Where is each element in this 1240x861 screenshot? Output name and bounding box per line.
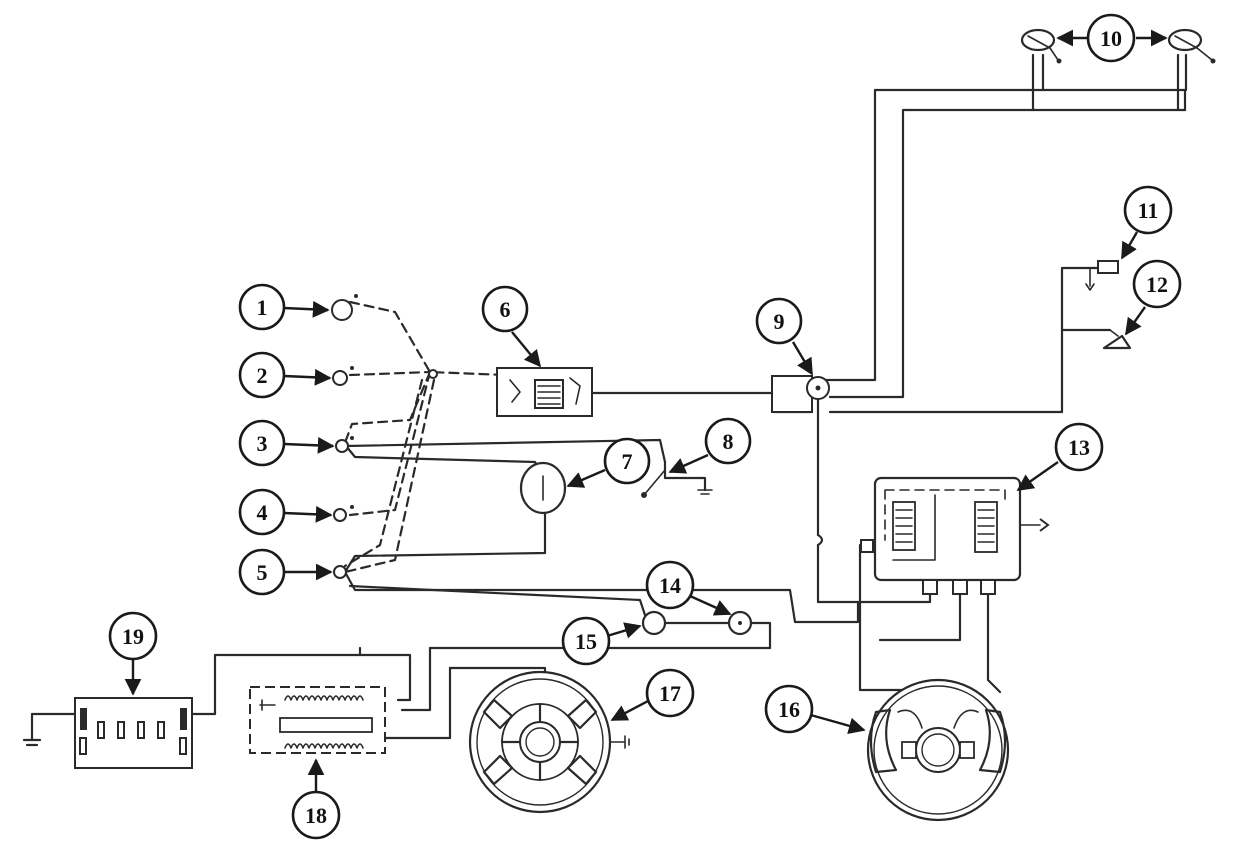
callout-10: 10 [1086,13,1136,63]
callout-9-label: 9 [774,309,785,334]
callout-15-label: 15 [575,629,597,654]
callout-19-label: 19 [122,624,144,649]
callout-6: 6 [481,285,529,333]
callout-18-label: 18 [305,803,327,828]
callout-1-label: 1 [257,295,268,320]
battery-19 [74,697,193,769]
callout-9: 9 [755,297,803,345]
callout-4: 4 [238,488,286,536]
callout-17-label: 17 [659,681,681,706]
relay-6 [496,367,593,417]
callout-5: 5 [238,548,286,596]
connector-9 [771,375,830,547]
callout-11-label: 11 [1138,198,1159,223]
callout-17: 17 [645,668,695,718]
callout-14: 14 [645,560,695,610]
headlight-right [1167,28,1216,64]
regulator-13 [860,476,1050,595]
junction [428,369,438,379]
callout-arrows [124,29,1168,792]
callout-8: 8 [704,417,752,465]
callout-14-label: 14 [659,573,681,598]
switch-3 [335,436,354,453]
callout-10-label: 10 [1100,26,1122,51]
switch-11 [1085,260,1119,291]
coil-18 [249,686,386,754]
switch-1 [331,294,358,321]
callout-2-label: 2 [257,363,268,388]
gauge-7 [519,461,567,515]
generator-16 [866,678,1010,822]
callout-13: 13 [1054,422,1104,472]
callout-13-label: 13 [1068,435,1090,460]
dashed-circuits [343,300,507,574]
lamp-15 [641,610,667,636]
callout-7-label: 7 [622,449,633,474]
callout-1: 1 [238,283,286,331]
callout-6-label: 6 [500,297,511,322]
callout-4-label: 4 [257,500,268,525]
callout-11: 11 [1123,185,1173,235]
callout-15: 15 [561,616,611,666]
sender-8 [641,460,713,498]
callout-5-label: 5 [257,560,268,585]
switch-4 [333,505,354,522]
callout-18: 18 [291,790,341,840]
starter-17 [468,670,630,814]
callout-3: 3 [238,419,286,467]
callout-16: 16 [764,684,814,734]
callout-16-label: 16 [778,697,800,722]
switch-2 [332,366,354,386]
callout-19: 19 [108,611,158,661]
callout-8-label: 8 [723,429,734,454]
callout-12: 12 [1132,259,1182,309]
lamp-14 [727,610,753,636]
callout-2: 2 [238,351,286,399]
switch-5 [333,565,347,579]
callout-12-label: 12 [1146,272,1168,297]
horn-12 [1102,329,1132,350]
headlight-left [1020,28,1062,64]
callout-7: 7 [603,437,651,485]
callout-3-label: 3 [257,431,268,456]
